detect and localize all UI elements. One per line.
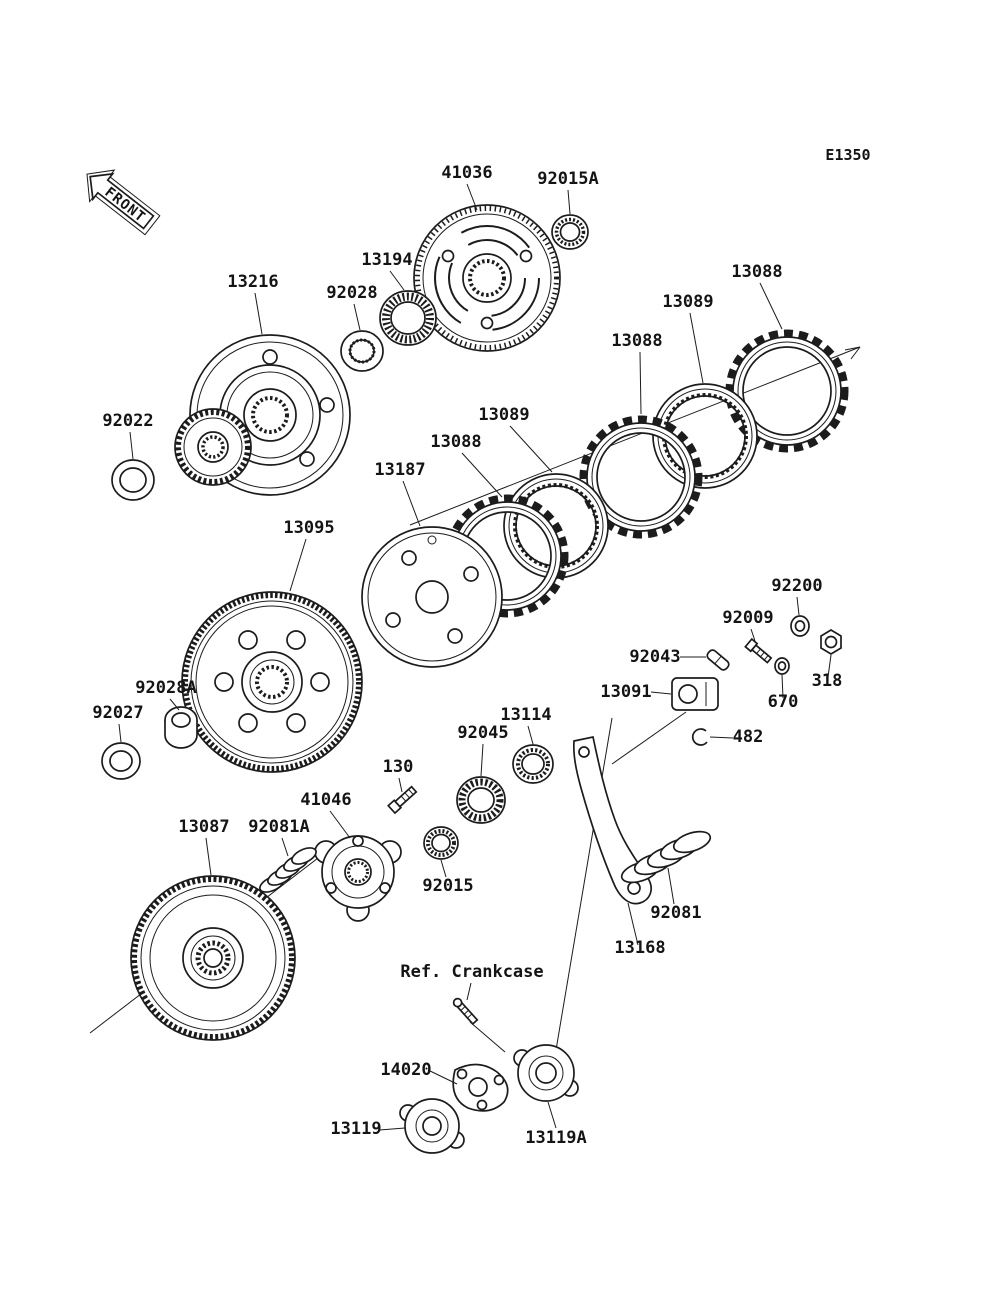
part-13119-cover <box>399 1098 465 1154</box>
label-92200: 92200 <box>771 576 822 596</box>
part-labels: 41036 92015A 13194 92028 13216 13088 130… <box>92 163 842 1148</box>
label-92015: 92015 <box>422 876 473 896</box>
part-13187-pressure-plate <box>361 526 503 668</box>
part-92045-bearing <box>456 776 506 824</box>
label-92081: 92081 <box>650 903 701 923</box>
label-13095: 13095 <box>283 518 334 538</box>
label-92043: 92043 <box>629 647 680 667</box>
label-14020: 14020 <box>380 1060 431 1080</box>
part-13095-clutch-housing <box>181 591 363 773</box>
part-318-nut <box>820 629 842 655</box>
label-13087: 13087 <box>178 817 229 837</box>
part-13168-release-lever <box>572 735 652 905</box>
part-92081-spring <box>620 830 712 884</box>
axis-lines <box>89 346 861 1053</box>
leader-lines <box>118 183 832 1131</box>
part-41046-lifter-plate <box>314 835 402 922</box>
label-13194: 13194 <box>361 250 412 270</box>
part-92028-sleeve <box>340 330 384 372</box>
label-130: 130 <box>383 757 414 777</box>
label-92015A: 92015A <box>537 169 598 189</box>
part-13119A-cover <box>513 1044 579 1102</box>
part-670-washer <box>774 657 790 675</box>
part-92022-washer <box>111 459 155 501</box>
part-482-clip <box>691 728 708 746</box>
label-670: 670 <box>768 692 799 712</box>
label-41036: 41036 <box>441 163 492 183</box>
label-13119A: 13119A <box>525 1128 586 1148</box>
part-92081A-spring <box>259 847 317 893</box>
label-482: 482 <box>733 727 764 747</box>
part-92027-washer <box>101 742 141 780</box>
label-318: 318 <box>812 671 843 691</box>
label-92028A: 92028A <box>135 678 196 698</box>
part-ref-crankcase-bolt <box>452 997 479 1026</box>
label-13089-1: 13089 <box>662 292 713 312</box>
label-41046: 41046 <box>300 790 351 810</box>
part-41036-shoe-assembly <box>413 204 561 352</box>
part-13087-clutch-hub <box>130 875 296 1041</box>
label-13088-2: 13088 <box>611 331 662 351</box>
label-13216: 13216 <box>227 272 278 292</box>
label-92045: 92045 <box>457 723 508 743</box>
front-direction-arrow: FRONT <box>86 169 161 236</box>
label-13088-1: 13088 <box>731 262 782 282</box>
part-13114-ring <box>512 744 554 784</box>
label-92022: 92022 <box>102 411 153 431</box>
part-13194-needle-bearing <box>379 290 437 346</box>
part-92015A-bearing <box>551 214 589 250</box>
label-13091: 13091 <box>600 682 651 702</box>
label-92027: 92027 <box>92 703 143 723</box>
label-92009: 92009 <box>722 608 773 628</box>
part-92028A-bushing <box>164 706 198 749</box>
part-92015-washer <box>423 826 459 860</box>
label-13114: 13114 <box>500 705 551 725</box>
label-13089-2: 13089 <box>478 405 529 425</box>
label-13119: 13119 <box>330 1119 381 1139</box>
part-92200-washer <box>790 615 810 637</box>
part-92043-pin <box>706 649 730 671</box>
label-92028: 92028 <box>326 283 377 303</box>
part-13216-clutch-drum <box>174 334 351 496</box>
part-130-bolt <box>387 785 418 815</box>
label-13187: 13187 <box>374 460 425 480</box>
page-code: E1350 <box>825 146 870 164</box>
part-13091-release-body <box>671 677 719 711</box>
label-ref-crankcase: Ref. Crankcase <box>400 962 543 982</box>
label-92081A: 92081A <box>248 817 309 837</box>
label-13168: 13168 <box>614 938 665 958</box>
part-14020-gasket <box>452 1063 509 1112</box>
label-13088-3: 13088 <box>430 432 481 452</box>
part-92009-adjuster-screw <box>744 637 773 664</box>
part-13088-friction-plate-2 <box>579 415 703 539</box>
